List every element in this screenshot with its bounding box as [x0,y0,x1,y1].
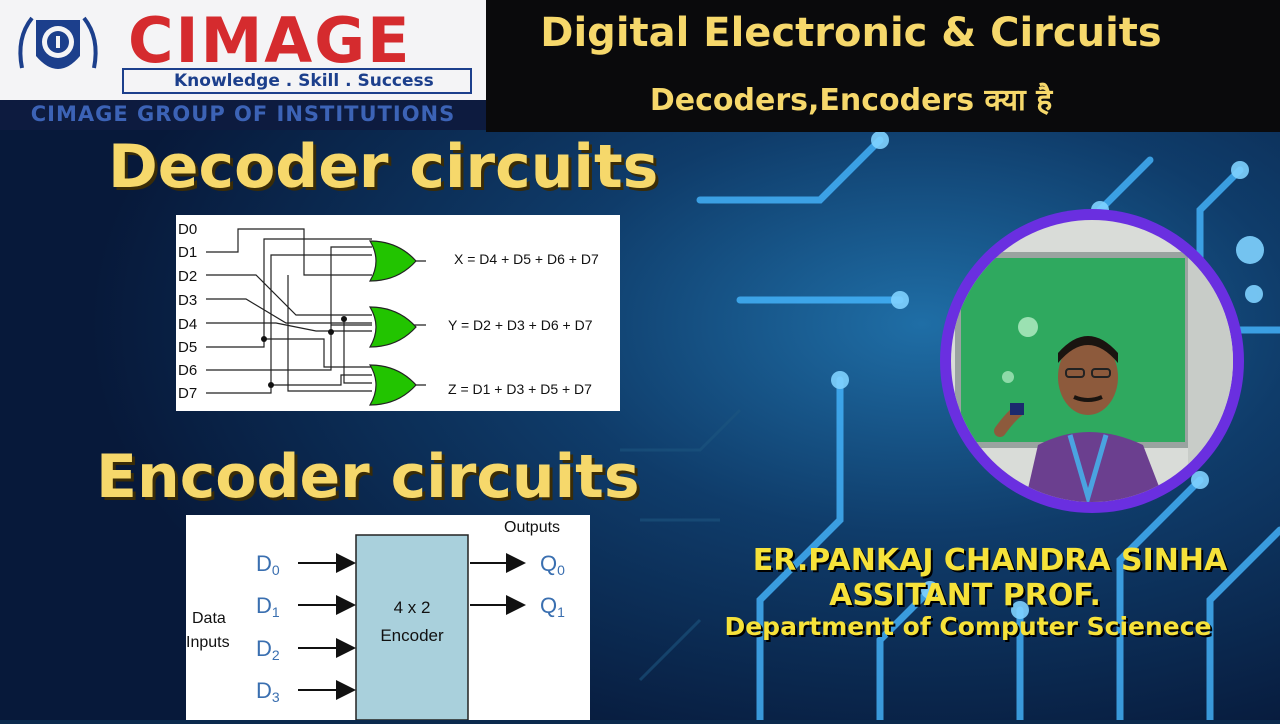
encoder-diagram: Outputs Data Inputs 4 x 2 Encoder D0 D1 … [186,515,590,721]
decoder-heading: Decoder circuits [108,132,659,202]
logo-group-strip [0,100,486,130]
decoder-input-label: D6 [178,362,197,379]
ci-emblem-icon [18,16,98,69]
encoder-block-svg: Outputs Data Inputs 4 x 2 Encoder D0 D1 … [186,519,565,721]
title-panel [486,0,1280,132]
decoder-circuit-svg: D0 D1 D2 D3 D4 D5 D6 D7 [178,221,599,406]
encoder-outputs-label: Outputs [504,519,560,536]
logo-tagline: Knowledge . Skill . Success [122,68,472,94]
decoder-or-gates [368,240,417,406]
decoder-input-label: D5 [178,339,197,356]
encoder-data-label: Data [192,610,226,627]
video-subtitle: Decoders,Encoders क्या है [649,83,1053,118]
decoder-input-label: D3 [178,292,197,309]
encoder-inputs-label: Inputs [186,634,230,651]
decoder-junction-dots [261,316,347,388]
decoder-input-label: D0 [178,221,197,238]
decoder-input-label: D7 [178,385,197,402]
encoder-block [355,534,469,721]
logo-group-text: CIMAGE GROUP OF INSTITUTIONS [30,102,456,126]
encoder-output-q0: Q0 [540,551,565,578]
decoder-wires [206,228,426,394]
encoder-input-d0: D0 [256,551,280,578]
encoder-block-name: Encoder [380,626,444,645]
decoder-output-y: Y = D2 + D3 + D6 + D7 [448,317,593,333]
encoder-input-d2: D2 [256,636,280,663]
encoder-output-q1: Q1 [540,593,565,620]
encoder-arrows [298,553,526,700]
decoder-input-label: D1 [178,244,197,261]
encoder-block-size: 4 x 2 [394,598,431,617]
encoder-input-d3: D3 [256,678,280,705]
logo-wordmark: CIMAGE [128,4,412,77]
or-gate-icon [368,364,417,406]
decoder-diagram: D0 D1 D2 D3 D4 D5 D6 D7 [176,215,620,411]
or-gate-icon [368,306,417,348]
or-gate-icon [368,240,417,282]
decoder-output-x: X = D4 + D5 + D6 + D7 [454,251,599,267]
presenter-role: ASSITANT PROF. [829,578,1101,613]
decoder-input-label: D4 [178,316,197,333]
presenter-department: Department of Computer Scienece [724,612,1212,641]
presenter-name: ER.PANKAJ CHANDRA SINHA [752,543,1228,578]
decoder-input-label: D2 [178,268,197,285]
encoder-heading: Encoder circuits [96,442,640,512]
video-title: Digital Electronic & Circuits [540,10,1162,56]
decoder-output-z: Z = D1 + D3 + D5 + D7 [448,381,592,397]
encoder-input-d1: D1 [256,593,280,620]
logo-panel [0,0,486,100]
presenter-portrait [940,209,1244,513]
